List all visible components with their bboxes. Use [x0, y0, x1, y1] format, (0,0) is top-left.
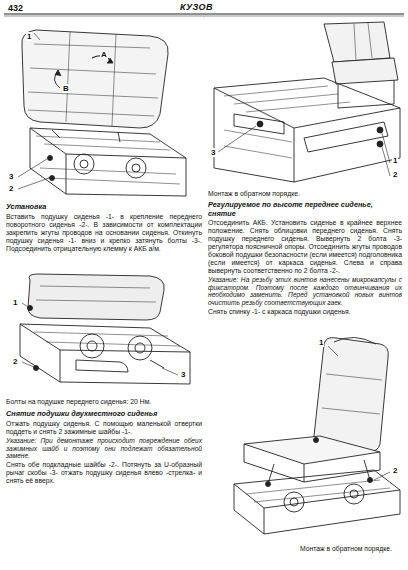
body-text: Отсоединить АКБ. Установить сиденье в кр…: [208, 219, 402, 275]
section-heading: Регулируемое по высоте переднее сиденье,…: [208, 201, 402, 218]
callout-number: 3: [180, 370, 186, 379]
callout-number: 1: [26, 32, 32, 41]
section-heading: Установка: [6, 203, 202, 212]
figure-caption: Монтаж в обратном порядке.: [300, 545, 392, 553]
seat-floor-illustration: [204, 18, 408, 186]
body-text: Снять спинку -1- с каркаса подушки сиден…: [208, 308, 402, 316]
callout-number: 1: [12, 298, 18, 307]
section-heading: Снятие подушки двухместного сиденья: [6, 410, 202, 419]
note-text: Указание: На резьбу этих винтов нанесены…: [208, 276, 402, 307]
double-seat-frame-illustration: [0, 272, 204, 394]
page-title: КУЗОВ: [180, 2, 213, 13]
callout-number: 2: [392, 466, 398, 475]
note-text: Указание: При демонтаже происходит повре…: [6, 437, 202, 460]
callout-number: 3: [8, 172, 14, 181]
body-text: Отжать подушку сиденья. С помощью малень…: [6, 420, 202, 436]
body-text: Вставить подушку сиденья -1- в крепление…: [6, 213, 202, 253]
callout-number: 2: [8, 184, 14, 193]
callout-letter: A: [100, 50, 108, 59]
callout-number: 2: [12, 357, 18, 366]
figure-caption: Болты на подушке переднего сиденья: 20 Н…: [6, 398, 202, 406]
figure-caption: Монтаж в обратном порядке.: [208, 190, 402, 198]
callout-number: 2: [392, 170, 398, 179]
page-number: 432: [8, 3, 23, 14]
cushion-install-illustration: [0, 18, 204, 200]
callout-letter: B: [62, 84, 70, 93]
callout-number: 3: [210, 148, 216, 157]
seat-backrest-illustration: [204, 334, 408, 540]
callout-number: 1: [392, 156, 398, 165]
body-text: Снять обе подкладные шайбы -2-. Потянуть…: [6, 461, 202, 485]
callout-number: 1: [318, 338, 324, 347]
